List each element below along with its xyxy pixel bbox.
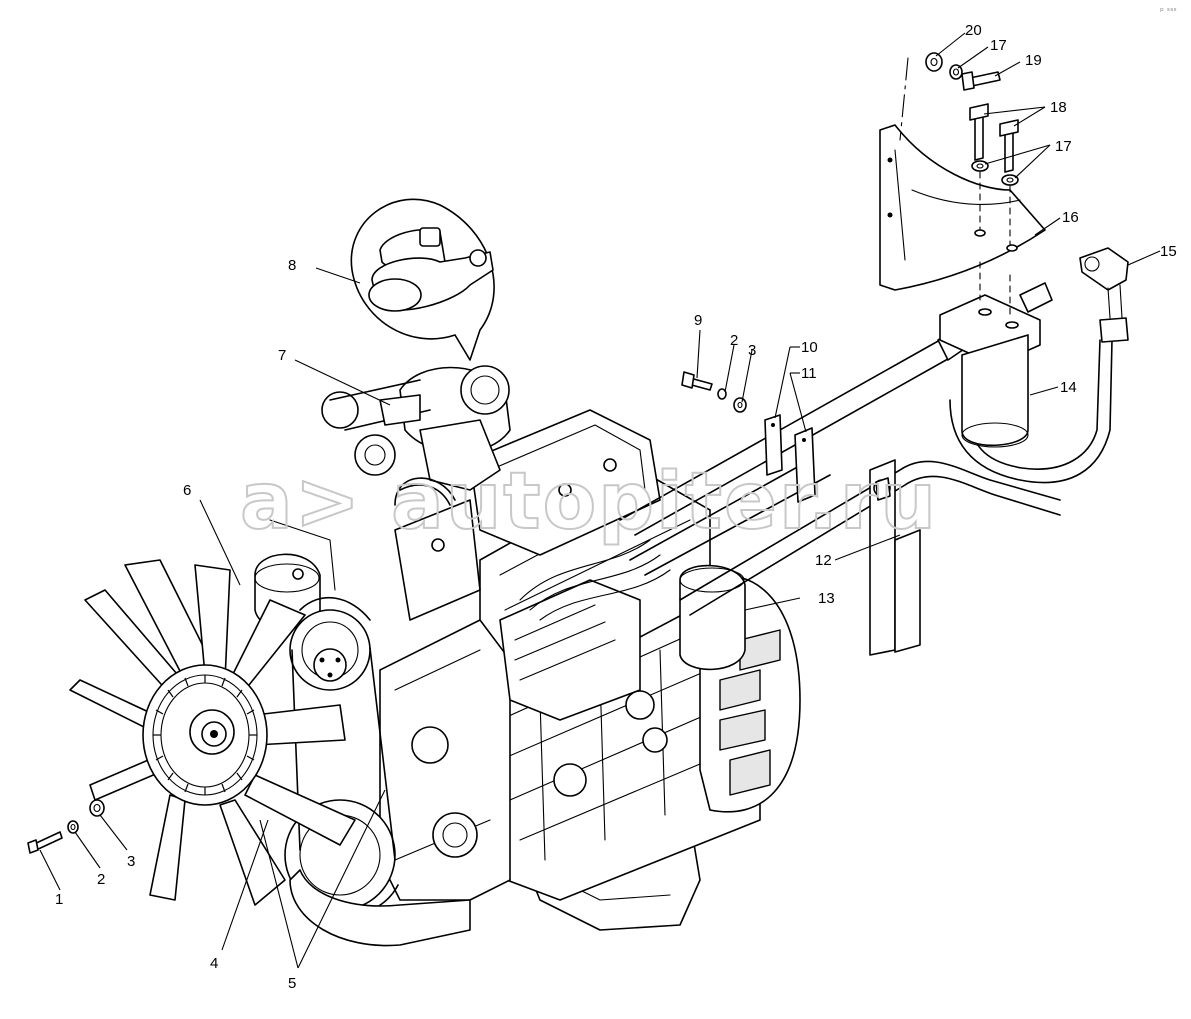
callout-labels: 1 2 3 4 5 6 7 8 9 2 3 10 11 12 13 14 15 … (55, 22, 1177, 992)
callout-17a: 17 (1055, 138, 1072, 155)
callout-11: 11 (801, 365, 817, 382)
fan-blade (149, 794, 186, 901)
callout-14: 14 (1060, 379, 1077, 396)
fuel-lines (619, 247, 1129, 656)
lock-washer-2 (717, 388, 727, 400)
callout-13: 13 (818, 590, 835, 607)
lock-washer (67, 820, 79, 834)
callout-7: 7 (278, 347, 286, 364)
callout-3b: 3 (748, 342, 756, 359)
flat-washer (89, 799, 105, 817)
bolt-19 (969, 71, 1001, 87)
callout-3: 3 (127, 853, 135, 870)
callout-6: 6 (183, 482, 191, 499)
engine-block (254, 365, 801, 947)
callout-10: 10 (801, 339, 818, 356)
washer-20 (925, 52, 943, 72)
washer-17c (949, 64, 963, 80)
callout-9: 9 (694, 312, 702, 329)
corner-mark: ᵖ ˢˢˢ (1160, 7, 1177, 17)
callout-2b: 2 (730, 332, 738, 349)
fan-assembly (69, 559, 356, 906)
fan-blade (219, 799, 286, 906)
watermark: a> autopiter.ru (240, 457, 938, 547)
callout-8: 8 (288, 257, 296, 274)
callout-4: 4 (210, 955, 218, 972)
callout-15: 15 (1160, 243, 1177, 260)
callout-1: 1 (55, 891, 63, 908)
callout-18: 18 (1050, 99, 1067, 116)
callout-16: 16 (1062, 209, 1079, 226)
bracket-16 (879, 124, 1046, 291)
fitting (1019, 282, 1053, 313)
elbow-fitting (1079, 247, 1129, 291)
bolt-18a (974, 112, 984, 161)
callout-12: 12 (815, 552, 832, 569)
callout-2: 2 (97, 871, 105, 888)
fan-blade (254, 704, 346, 746)
fan-fasteners (27, 799, 105, 854)
callout-5: 5 (288, 975, 296, 992)
leader-lines (39, 32, 1161, 969)
callout-19: 19 (1025, 52, 1042, 69)
flat-washer-3 (733, 397, 747, 413)
bracket-11 (794, 427, 816, 503)
starter-inset (350, 198, 495, 361)
hose-nut (1099, 317, 1129, 343)
washer-17a (971, 160, 989, 172)
fuel-filter-assembly (879, 52, 1046, 448)
fan-hub-ribs (153, 675, 257, 795)
filter-canister-14 (961, 334, 1029, 447)
callout-17b: 17 (990, 37, 1007, 54)
washer-17b (1001, 174, 1019, 186)
callout-20: 20 (965, 22, 982, 39)
line-fasteners (681, 371, 747, 413)
